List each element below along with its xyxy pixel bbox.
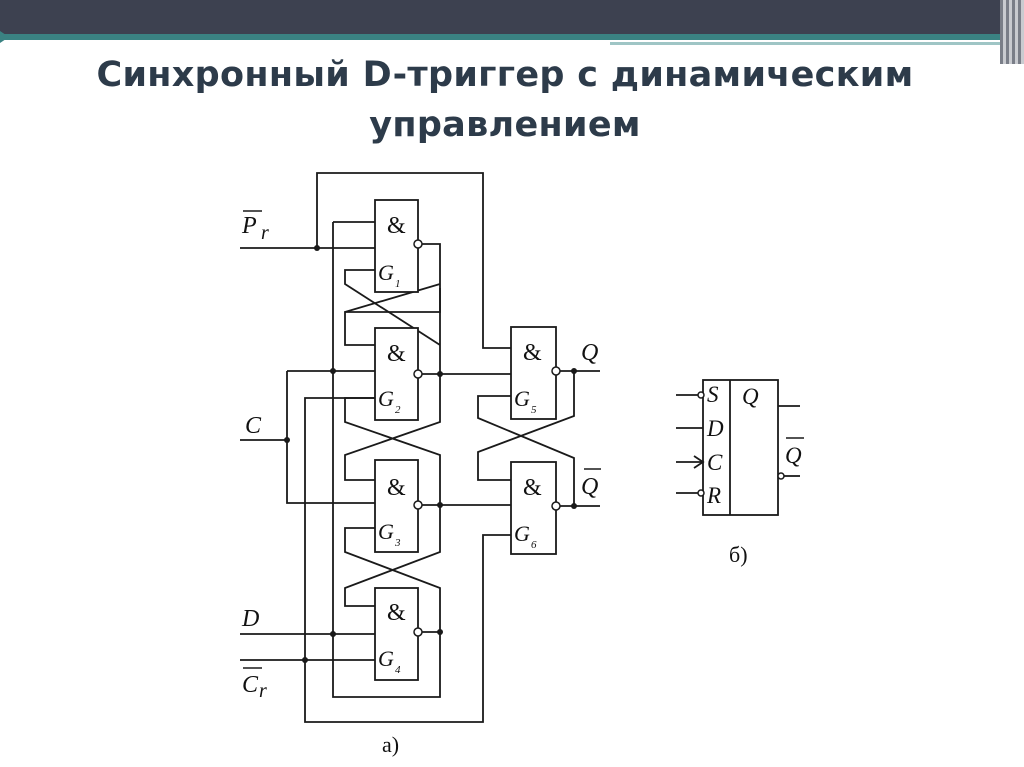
label-pr-sub: r bbox=[261, 222, 269, 244]
pin-s-bubble bbox=[697, 391, 705, 399]
label-q: Q bbox=[581, 340, 598, 366]
circuit-a-junctions bbox=[284, 245, 577, 663]
gate-g5-body bbox=[510, 326, 557, 420]
arrow-marker-icon bbox=[0, 31, 9, 43]
gate-g1: & G 1 bbox=[374, 199, 423, 293]
junction-dot bbox=[571, 503, 577, 509]
circuit-b-body bbox=[702, 379, 779, 516]
gate-g1-symbol: & bbox=[387, 213, 406, 239]
wire-pr-to-g5 bbox=[316, 172, 511, 349]
wire-g1-in3 bbox=[344, 269, 441, 346]
gate-g5-inverter-bubble bbox=[551, 366, 561, 376]
gate-g4-letter: G bbox=[378, 646, 394, 671]
label-cr-sub: r bbox=[259, 680, 267, 702]
gate-g6: & G 6 bbox=[510, 461, 561, 555]
wire-g1-output bbox=[344, 243, 441, 346]
label-d: D bbox=[241, 606, 259, 632]
pin-q-bar-label: Q bbox=[785, 443, 802, 468]
header-accent-line-light bbox=[610, 42, 1000, 45]
pin-d-label: D bbox=[706, 416, 724, 441]
wire-g6-cross bbox=[477, 395, 575, 506]
gate-g2-symbol: & bbox=[387, 341, 406, 367]
junction-dot bbox=[437, 629, 443, 635]
caption-b: б) bbox=[729, 542, 748, 567]
wire-bus-left bbox=[332, 222, 441, 698]
gate-g5: & G 5 bbox=[510, 326, 561, 420]
gate-g5-symbol: & bbox=[523, 340, 542, 366]
pin-c-label: C bbox=[707, 450, 723, 475]
slide-title-line2: управлением bbox=[369, 105, 641, 145]
gate-g1-body bbox=[374, 199, 419, 293]
circuit-b-symbol: S D C R Q Q б) bbox=[676, 379, 804, 567]
junction-dot bbox=[571, 368, 577, 374]
gate-g2-index: 2 bbox=[395, 404, 401, 416]
header-corner-decoration bbox=[1000, 0, 1024, 64]
wire-g2-g3-cross-1 bbox=[344, 374, 441, 481]
wire-g2-in3 bbox=[304, 397, 375, 660]
slide-title-line1: Синхронный D-триггер с динамическим bbox=[96, 55, 914, 95]
gate-g1-letter: G bbox=[378, 260, 394, 285]
gate-g6-letter: G bbox=[514, 521, 530, 546]
junction-dot bbox=[437, 502, 443, 508]
pin-q-bar-bubble bbox=[777, 472, 785, 480]
gate-g2: & G 2 bbox=[374, 327, 423, 421]
gate-g3: & G 3 bbox=[374, 459, 423, 553]
gate-g3-index: 3 bbox=[394, 537, 401, 549]
pin-r-bubble bbox=[697, 489, 705, 497]
wire-c-bus bbox=[286, 371, 375, 504]
wire-g3-g4-cross-2 bbox=[344, 505, 441, 607]
wire-g2-g3-cross-2 bbox=[344, 397, 441, 505]
caption-a: а) bbox=[382, 732, 399, 757]
gate-g4-index: 4 bbox=[395, 664, 401, 676]
gate-g4-inverter-bubble bbox=[413, 627, 423, 637]
pin-q-label: Q bbox=[742, 384, 759, 409]
gate-g6-symbol: & bbox=[523, 475, 542, 501]
label-cr: C bbox=[242, 672, 259, 698]
gate-g2-inverter-bubble bbox=[413, 369, 423, 379]
gate-g5-letter: G bbox=[514, 386, 530, 411]
gate-g1-index: 1 bbox=[395, 278, 401, 290]
gate-g4: & G 4 bbox=[374, 587, 423, 681]
gate-g3-body bbox=[374, 459, 419, 553]
label-c: C bbox=[245, 413, 262, 439]
wire-g5-cross bbox=[477, 371, 575, 481]
gate-g3-inverter-bubble bbox=[413, 500, 423, 510]
junction-dot bbox=[437, 371, 443, 377]
circuit-a-wires bbox=[240, 172, 600, 723]
gate-g6-index: 6 bbox=[531, 539, 537, 551]
label-q-bar: Q bbox=[581, 474, 598, 500]
gate-g1-inverter-bubble bbox=[413, 239, 423, 249]
header-accent-line bbox=[0, 34, 1000, 40]
header-bar bbox=[0, 0, 1000, 34]
junction-dot bbox=[330, 368, 336, 374]
gate-g3-letter: G bbox=[378, 519, 394, 544]
wire-g2-cross-a bbox=[344, 283, 441, 313]
gate-g2-letter: G bbox=[378, 386, 394, 411]
gate-g6-body bbox=[510, 461, 557, 555]
junction-dot bbox=[314, 245, 320, 251]
label-pr: P bbox=[241, 213, 257, 239]
gate-g6-inverter-bubble bbox=[551, 501, 561, 511]
slide-title: Синхронный D-триггер с динамическим упра… bbox=[40, 50, 970, 150]
circuit-a-labels: P r C D C r Q Q а) bbox=[241, 210, 601, 757]
gate-g3-symbol: & bbox=[387, 475, 406, 501]
pin-c-dynamic-marker bbox=[693, 455, 705, 469]
pin-r-label: R bbox=[706, 483, 721, 508]
wire-cr-to-g6 bbox=[304, 534, 511, 723]
gate-g4-symbol: & bbox=[387, 600, 406, 626]
junction-dot bbox=[330, 631, 336, 637]
gate-g5-index: 5 bbox=[531, 404, 537, 416]
wire-g3-g4-cross-1 bbox=[344, 527, 441, 632]
pin-s-label: S bbox=[707, 382, 719, 407]
junction-dot bbox=[284, 437, 290, 443]
junction-dot bbox=[302, 657, 308, 663]
